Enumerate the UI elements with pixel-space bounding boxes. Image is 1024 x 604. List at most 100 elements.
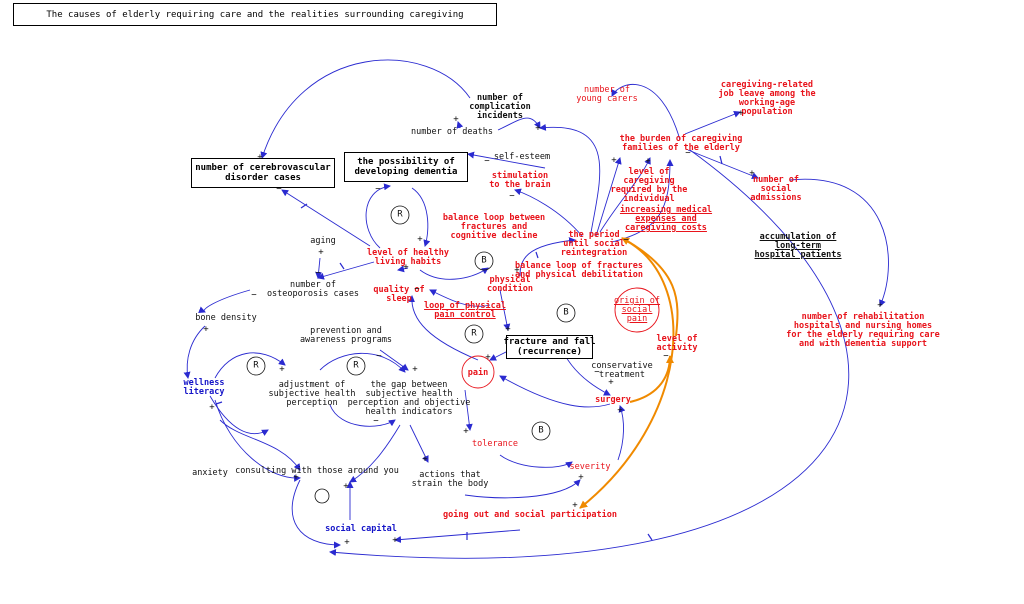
label-bone-density: bone density (195, 313, 257, 323)
label-pain: pain (467, 368, 489, 378)
box-cerebrovascular: number of cerebrovascular disorder cases (191, 158, 335, 188)
polarity-sign: + (203, 324, 209, 335)
label-quality-sleep: quality of sleep (373, 285, 425, 304)
loop-marker-r: R (253, 360, 259, 371)
link (519, 237, 576, 277)
polarity-sign: − (623, 235, 629, 246)
polarity-sign: + (403, 262, 409, 273)
link (394, 529, 521, 544)
loop-circle (246, 356, 266, 376)
link (499, 289, 511, 331)
polarity-sign: + (572, 500, 578, 511)
link (595, 157, 622, 237)
label-level-activity: level of activity (656, 334, 698, 353)
polarity-sign: + (514, 265, 520, 276)
label-surgery: surgery (595, 395, 631, 405)
label-conservative: conservative treatment (591, 361, 653, 380)
link (329, 404, 396, 427)
label-loop-pain: loop of physical pain control (424, 301, 506, 320)
link (260, 59, 471, 159)
label-rehab: number of rehabilitation hospitals and n… (786, 312, 940, 349)
delay-mark (535, 251, 539, 259)
link (617, 405, 626, 461)
polarity-sign: − (376, 351, 382, 362)
polarity-sign: + (343, 481, 349, 492)
loop-marker-r: R (353, 360, 359, 371)
label-long-term: accumulation of long-term hospital patie… (754, 232, 842, 260)
link (497, 117, 541, 131)
label-young-carers: number of young carers (576, 85, 638, 104)
link (379, 349, 409, 371)
polarity-sign: − (375, 184, 381, 195)
loop-circle (314, 488, 330, 504)
polarity-sign: + (318, 247, 324, 258)
causal-links (183, 59, 889, 559)
orange-links (579, 237, 679, 509)
loop-marker-r: R (397, 209, 403, 220)
link (409, 424, 429, 463)
link (499, 375, 611, 408)
pain-circle (461, 355, 495, 389)
delay-mark (339, 262, 345, 270)
label-balance-fracture: balance loop between fractures and cogni… (442, 213, 546, 241)
label-prevention: prevention and awareness programs (299, 326, 393, 345)
orange-link (621, 237, 679, 337)
label-going-out: going out and social participation (443, 510, 617, 520)
loop-circle (346, 356, 366, 376)
link (219, 419, 301, 471)
link (183, 325, 206, 379)
polarity-sign: + (505, 324, 511, 335)
polarity-sign: − (594, 367, 600, 378)
polarity-sign: − (373, 416, 379, 427)
label-social-admissions: number of social admissions (750, 175, 802, 203)
label-balance-debilitation: balance loop of fractures and physical d… (515, 261, 643, 280)
loop-circle (464, 324, 484, 344)
link (198, 289, 251, 314)
polarity-sign: + (485, 352, 491, 363)
link (429, 289, 491, 307)
link (408, 295, 479, 361)
label-consulting: consulting with those around you (235, 466, 399, 476)
delay-mark (647, 533, 653, 541)
loop-circle (474, 251, 494, 271)
polarity-sign: + (617, 405, 623, 416)
polarity-sign: + (645, 156, 651, 167)
polarity-sign: + (535, 123, 541, 134)
link (317, 261, 375, 280)
polarity-sign: + (749, 168, 755, 179)
polarity-sign: + (417, 234, 423, 245)
link (209, 395, 269, 436)
link (789, 178, 889, 307)
label-physical-condition: physical condition (486, 275, 534, 294)
label-gap: the gap between subjective health percep… (347, 380, 471, 417)
link (319, 352, 406, 373)
link (464, 479, 581, 499)
polarity-sign: − (509, 191, 515, 202)
link (214, 352, 286, 379)
polarity-sign: + (344, 537, 350, 548)
link (291, 479, 341, 549)
polarity-sign: + (422, 454, 428, 465)
label-stimulation: stimulation to the brain (489, 171, 551, 190)
polarity-sign: + (578, 472, 584, 483)
label-aging: aging (310, 236, 336, 246)
link (419, 267, 489, 280)
link (397, 265, 409, 273)
loop-circle (390, 205, 410, 225)
polarity-sign: − (484, 156, 490, 167)
link (464, 389, 473, 431)
delay-mark (300, 203, 308, 209)
link (349, 424, 401, 483)
label-level-caregiving: level of caregiving required by the indi… (610, 167, 688, 204)
loop-marker-b: B (563, 307, 569, 318)
label-severity: severity (569, 462, 611, 472)
delay-marks (215, 155, 723, 541)
orange-link (629, 355, 674, 403)
polarity-sign: + (463, 426, 469, 437)
link (539, 123, 601, 239)
label-self-esteem: self-esteem (493, 152, 551, 162)
loop-marker-b: B (481, 255, 487, 266)
link (365, 183, 391, 249)
link (611, 84, 681, 141)
